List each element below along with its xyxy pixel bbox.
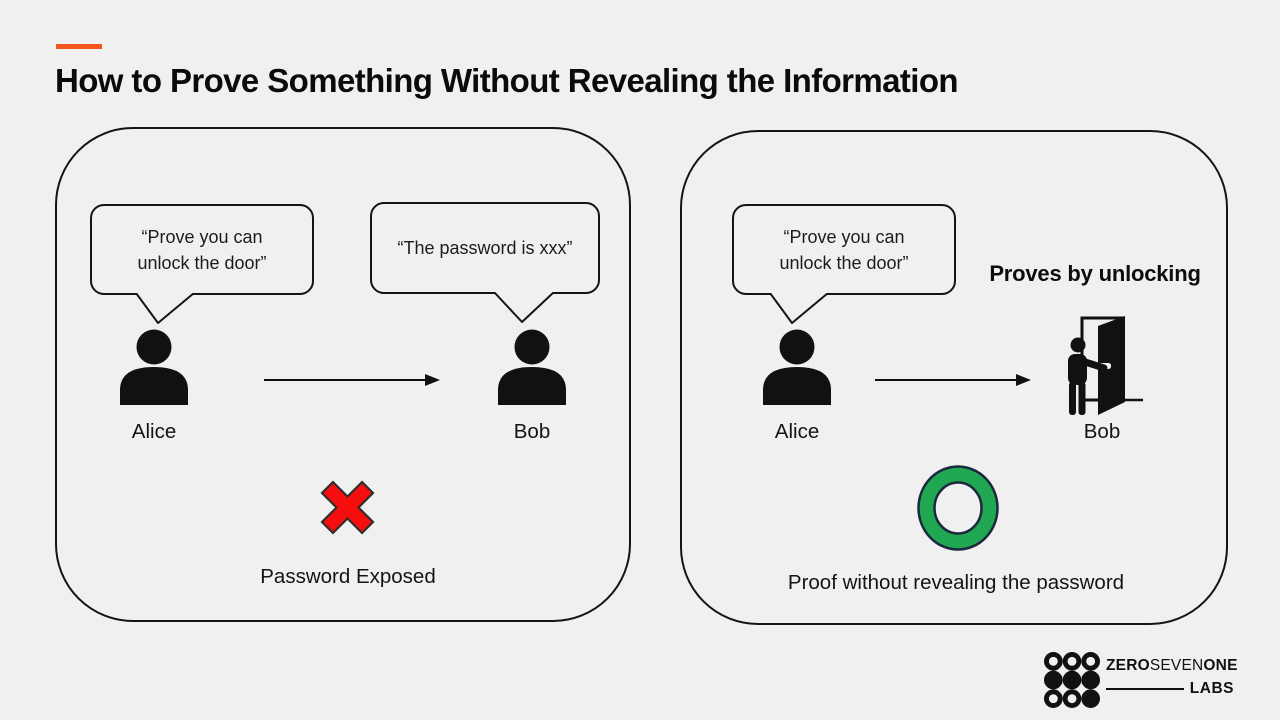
arrow-right-icon (875, 374, 1031, 386)
alice-speech-text: “Prove you can unlock the door” (779, 226, 909, 273)
alice-person-icon (120, 329, 188, 405)
success-ring-icon (917, 465, 999, 551)
company-logo-icon (1044, 652, 1100, 708)
alice-speech-text: “Prove you can unlock the door” (137, 226, 267, 273)
left-result-caption: Password Exposed (260, 565, 436, 588)
action-note: Proves by unlocking (989, 261, 1201, 286)
right-result-caption: Proof without revealing the password (787, 571, 1125, 594)
logo-word-zero: ZERO (1106, 657, 1150, 674)
bob-speech-text: “The password is xxx” (397, 238, 573, 258)
company-logo-text: ZEROSEVENONE LABS (1106, 657, 1238, 698)
page-title: How to Prove Something Without Revealing… (55, 62, 959, 99)
speech-bubble-tail (135, 293, 195, 324)
logo-word-seven: SEVEN (1149, 657, 1204, 674)
bob-unlocking-door-icon (1068, 316, 1143, 415)
accent-bar (56, 44, 102, 49)
bob-person-icon (498, 329, 566, 405)
alice-label: Alice (131, 420, 177, 443)
speech-bubble-tail (493, 292, 555, 323)
arrow-right-icon (264, 374, 440, 386)
panel-zero-knowledge-proof: “Prove you can unlock the door” Proves b… (680, 130, 1228, 625)
bob-label: Bob (1083, 420, 1121, 443)
bob-label: Bob (513, 420, 551, 443)
logo-rule (1106, 687, 1184, 690)
alice-label: Alice (774, 420, 820, 443)
alice-speech-bubble: “Prove you can unlock the door” (90, 204, 314, 295)
logo-wordmark: ZEROSEVENONE (1106, 657, 1238, 676)
speech-bubble-tail (769, 293, 829, 324)
logo-labs-row: LABS (1106, 680, 1234, 698)
bob-speech-bubble: “The password is xxx” (370, 202, 600, 294)
logo-word-one: ONE (1203, 657, 1238, 674)
logo-word-labs: LABS (1189, 679, 1234, 697)
panel-password-exposed: “Prove you can unlock the door” “The pas… (55, 127, 631, 622)
alice-speech-bubble: “Prove you can unlock the door” (732, 204, 956, 295)
error-cross-icon (320, 480, 375, 535)
alice-person-icon (763, 329, 831, 405)
